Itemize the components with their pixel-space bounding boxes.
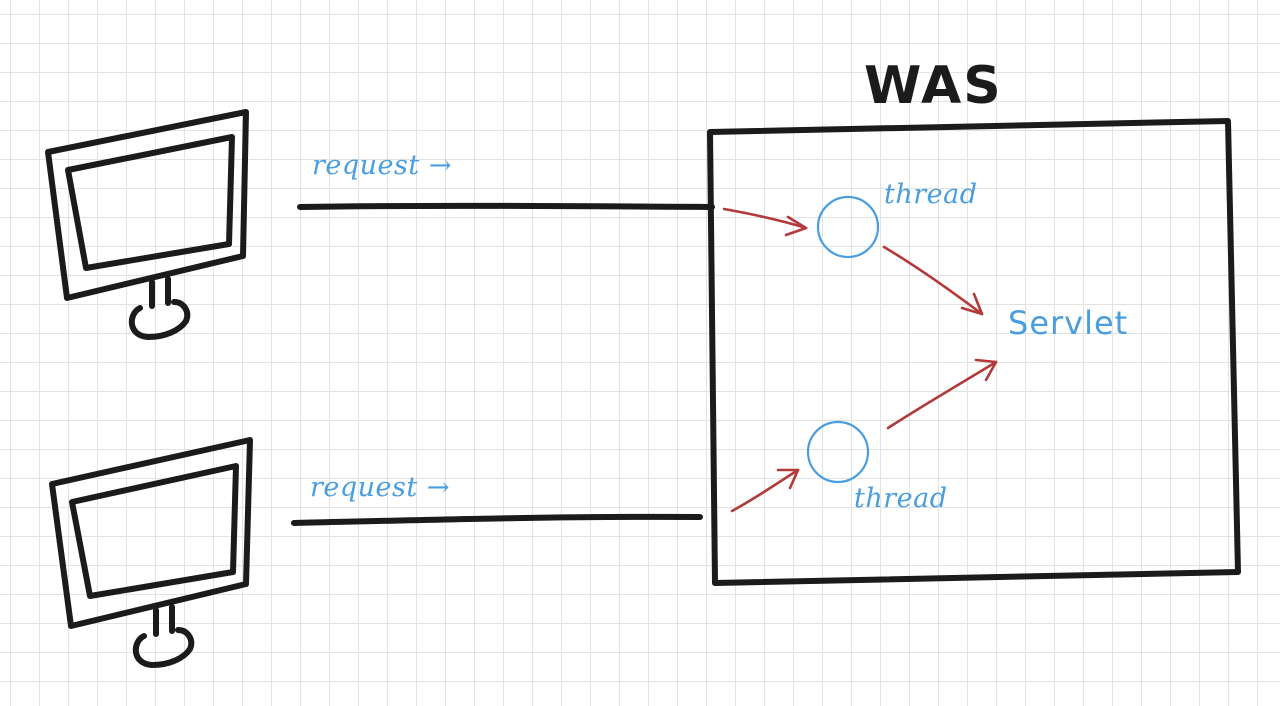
arrow-thread-top-to-servlet (882, 245, 984, 316)
request-label-top: request → (312, 150, 452, 181)
arrow-thread-bottom-to-servlet (886, 358, 998, 430)
thread-label-top: thread (884, 179, 978, 210)
thread-label-bottom: thread (854, 483, 948, 514)
monitor-icon (45, 109, 249, 340)
was-title: WAS (864, 56, 1003, 116)
was-box (707, 118, 1241, 586)
thread-node-bottom (806, 420, 870, 484)
connection-line-bottom (291, 513, 703, 526)
thread-node-top (816, 195, 880, 259)
arrow-request-to-thread-bottom (730, 468, 800, 513)
connection-line-top (297, 202, 715, 210)
monitor-icon (49, 437, 253, 668)
servlet-label: Servlet (1008, 304, 1128, 342)
request-label-bottom: request → (310, 472, 450, 503)
arrow-request-to-thread-top (722, 207, 808, 237)
